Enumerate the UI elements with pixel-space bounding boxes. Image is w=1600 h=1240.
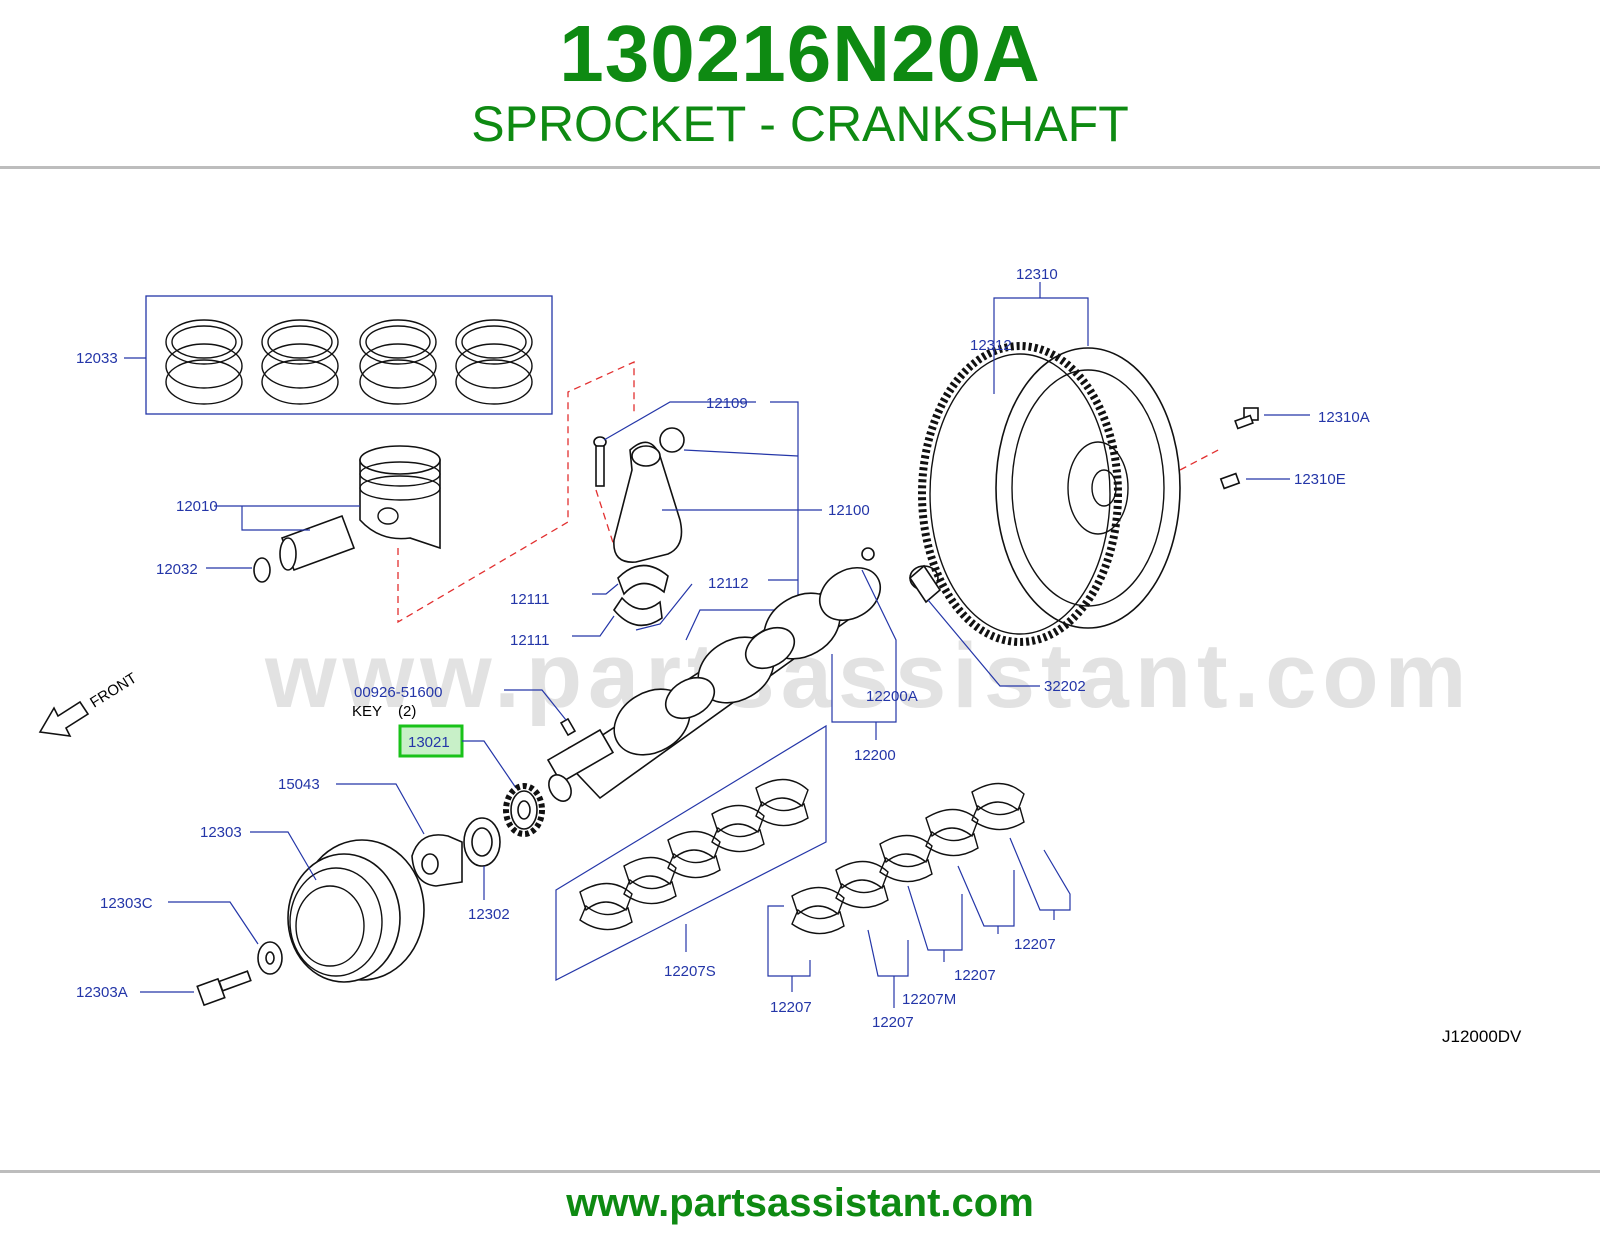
main-bearing-set-outline	[555, 724, 827, 981]
pilot-bushing	[908, 564, 942, 604]
crankshaft-sprocket[interactable]	[503, 783, 545, 837]
piston-pin	[279, 514, 356, 572]
connecting-rod	[593, 427, 685, 563]
label-12310E: 12310E	[1294, 471, 1346, 488]
crankshaft-pulley	[287, 839, 425, 983]
label-12207-a: 12207	[770, 999, 812, 1016]
flywheel	[995, 347, 1181, 629]
label-12112: 12112	[708, 575, 749, 592]
label-12207-d: 12207	[1014, 936, 1056, 953]
label-12010: 12010	[176, 498, 218, 515]
footer-divider	[0, 1170, 1600, 1173]
label-12303C: 12303C	[100, 895, 153, 912]
rod-bearing-lower	[613, 596, 663, 627]
main-bearing-set	[579, 778, 809, 931]
crankshaft	[546, 547, 881, 802]
key-label: KEY	[352, 703, 382, 720]
part-number-title: 130216N20A	[559, 9, 1041, 98]
page-header: 130216N20A SPROCKET - CRANKSHAFT	[0, 0, 1600, 168]
label-00926-51600: 00926-51600	[354, 684, 442, 701]
label-12310A: 12310A	[1318, 409, 1370, 426]
pulley-bolt	[196, 970, 252, 1007]
label-12100: 12100	[828, 502, 870, 519]
label-12207-c: 12207	[954, 967, 996, 984]
dowel-pin	[1219, 472, 1241, 490]
label-12303A: 12303A	[76, 984, 128, 1001]
label-12310: 12310	[1016, 266, 1058, 283]
label-12200A: 12200A	[866, 688, 918, 705]
front-direction-label: FRONT	[87, 670, 140, 712]
oil-pump-drive-spacer	[411, 834, 463, 887]
piston-ring-set	[145, 295, 553, 415]
label-12109: 12109	[706, 395, 748, 412]
piston	[359, 445, 441, 550]
parts-diagram: www.partsassistant.com 12033 12010 1203	[38, 266, 1522, 1046]
label-15043: 15043	[278, 776, 320, 793]
label-12207S: 12207S	[664, 963, 716, 980]
label-13021[interactable]: 13021	[408, 734, 450, 751]
watermark-text: www.partsassistant.com	[264, 625, 1472, 727]
label-12312: 12312	[970, 337, 1012, 354]
label-12032: 12032	[156, 561, 198, 578]
label-12111-lower: 12111	[510, 632, 550, 649]
header-divider	[0, 166, 1600, 169]
footer-website[interactable]: www.partsassistant.com	[566, 1181, 1034, 1225]
label-12207M: 12207M	[902, 991, 956, 1008]
front-arrow-icon	[38, 700, 90, 737]
label-12033: 12033	[76, 350, 118, 367]
label-12303: 12303	[200, 824, 242, 841]
piston-pin-snap-ring	[253, 557, 271, 583]
label-12200: 12200	[854, 747, 896, 764]
diagram-code: J12000DV	[1442, 1027, 1522, 1046]
key-quantity: (2)	[398, 703, 416, 720]
label-12207-b: 12207	[872, 1014, 914, 1031]
label-32202: 32202	[1044, 678, 1086, 695]
part-name-subtitle: SPROCKET - CRANKSHAFT	[471, 96, 1129, 152]
ring-gear	[918, 342, 1122, 646]
label-12302: 12302	[468, 906, 510, 923]
crankshaft-key	[559, 717, 577, 737]
pulley-washer	[257, 941, 283, 975]
rod-bearing-upper	[617, 564, 669, 596]
flywheel-bolt	[1234, 407, 1259, 430]
label-12111-upper: 12111	[510, 591, 550, 608]
main-bearings-individual	[791, 782, 1025, 935]
highlight-box-13021[interactable]	[398, 724, 464, 758]
front-oil-seal	[463, 817, 501, 867]
